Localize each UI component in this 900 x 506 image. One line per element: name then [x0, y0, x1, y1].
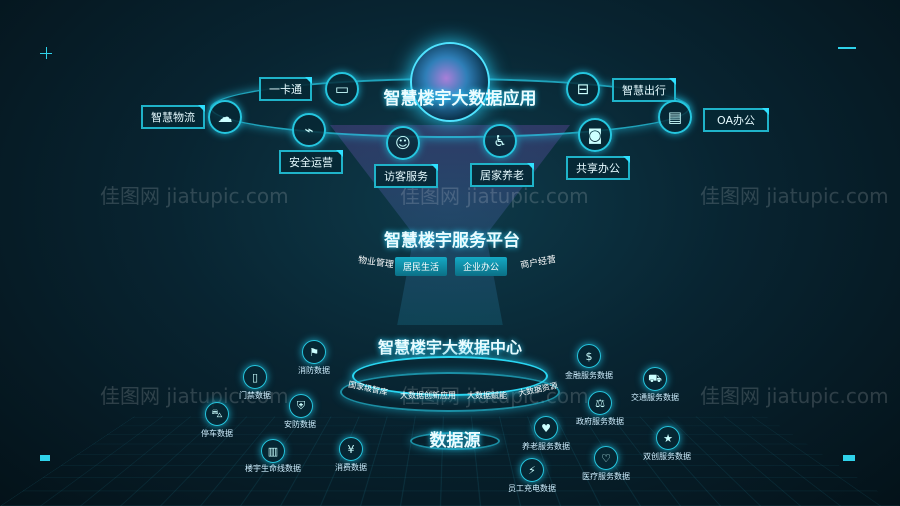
receipt-icon[interactable]: ¥ — [339, 437, 363, 461]
platform-title: 智慧楼宇服务平台 — [384, 231, 520, 251]
traffic-icon[interactable]: ⛟ — [643, 367, 667, 391]
plus-decoration — [46, 47, 47, 59]
fire-icon[interactable]: ⚑ — [302, 340, 326, 364]
platform-item[interactable]: 商户经营 — [519, 254, 557, 272]
government-icon[interactable]: ⚖ — [588, 391, 612, 415]
access-card-icon[interactable]: ▯ — [243, 365, 267, 389]
source-label: 门禁数据 — [239, 391, 271, 400]
charger-icon[interactable]: ⚡ — [520, 458, 544, 482]
center-ring-outer — [340, 372, 560, 412]
screen-icon[interactable]: ◙ — [578, 118, 612, 152]
source-label: 医疗服务数据 — [582, 472, 630, 481]
building-icon[interactable]: ▥ — [261, 439, 285, 463]
app-tag-visitor[interactable]: 访客服务 — [374, 164, 438, 188]
globe-core — [410, 42, 490, 122]
watermark: 佳图网 jiatupic.com — [100, 184, 289, 208]
source-label: 养老服务数据 — [522, 442, 570, 451]
platform-item[interactable]: 居民生活 — [395, 257, 448, 276]
line-decoration — [838, 47, 856, 49]
source-label: 交通服务数据 — [631, 393, 679, 402]
source-label: 员工充电数据 — [508, 484, 556, 493]
source-label: 消防数据 — [298, 366, 330, 375]
watermark: 佳图网 jiatupic.com — [700, 384, 889, 408]
source-label: 双创服务数据 — [643, 452, 691, 461]
app-tag-security[interactable]: 安全运营 — [279, 150, 343, 174]
elderly-care-icon[interactable]: ♥ — [534, 416, 558, 440]
center-item: 大数据赋能 — [467, 391, 507, 400]
source-ring — [410, 432, 500, 450]
source-label: 金融服务数据 — [565, 371, 613, 380]
star-icon[interactable]: ★ — [656, 426, 680, 450]
app-tag-shared-office[interactable]: 共享办公 — [566, 156, 630, 180]
wheelchair-icon[interactable]: ♿ — [483, 124, 517, 158]
source-title: 数据源 — [429, 431, 481, 451]
center-title: 智慧楼宇大数据中心 — [377, 338, 523, 357]
app-tag-travel[interactable]: 智慧出行 — [612, 78, 676, 102]
visitor-icon[interactable]: ☺ — [386, 126, 420, 160]
card-icon[interactable]: ▭ — [325, 72, 359, 106]
data-funnel — [330, 125, 570, 325]
app-tag-card[interactable]: 一卡通 — [259, 77, 312, 101]
finance-icon[interactable]: $ — [577, 344, 601, 368]
source-label: 停车数据 — [201, 429, 233, 438]
app-tag-logistics[interactable]: 智慧物流 — [141, 105, 205, 129]
application-title: 智慧楼宇大数据应用 — [383, 89, 537, 109]
watermark: 佳图网 jiatupic.com — [700, 184, 889, 208]
square-decoration — [40, 455, 50, 461]
app-tag-oa[interactable]: OA办公 — [703, 108, 769, 132]
center-item: 大数据创新应用 — [400, 391, 456, 400]
source-label: 政府服务数据 — [576, 417, 624, 426]
platform-item[interactable]: 企业办公 — [455, 257, 508, 276]
document-icon[interactable]: ▤ — [658, 100, 692, 134]
source-label: 楼宇生命线数据 — [245, 464, 301, 473]
source-label: 安防数据 — [284, 420, 316, 429]
monitor-chart-icon[interactable]: ⌁ — [292, 113, 326, 147]
shield-icon[interactable]: ⛨ — [289, 394, 313, 418]
bus-icon[interactable]: ⊟ — [566, 72, 600, 106]
watermark: 佳图网 jiatupic.com — [400, 184, 589, 208]
square-decoration — [843, 455, 855, 461]
source-label: 消费数据 — [335, 463, 367, 472]
cloud-icon[interactable]: ☁ — [208, 100, 242, 134]
heart-pulse-icon[interactable]: ♡ — [594, 446, 618, 470]
car-icon[interactable]: ⛍ — [205, 402, 229, 426]
app-tag-elderly[interactable]: 居家养老 — [470, 163, 534, 187]
